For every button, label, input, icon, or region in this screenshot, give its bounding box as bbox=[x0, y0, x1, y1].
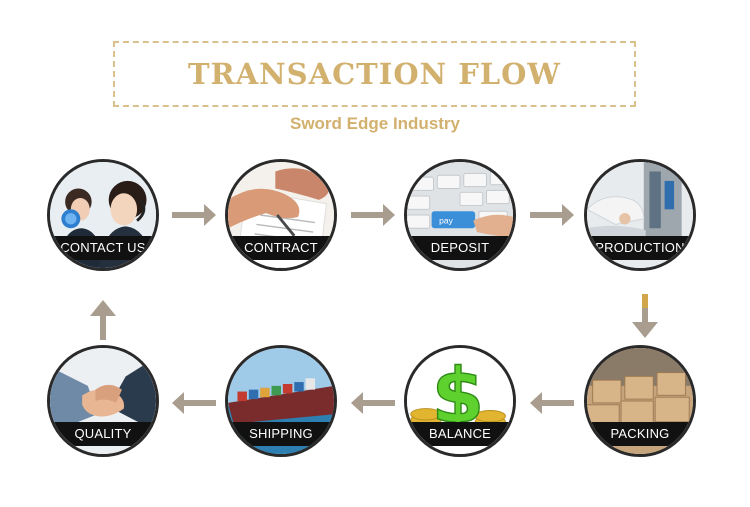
step-label: PRODUCTION bbox=[587, 236, 693, 260]
svg-text:pay: pay bbox=[439, 216, 453, 226]
step-production: PRODUCTION bbox=[584, 159, 696, 271]
arrow-right-icon bbox=[530, 204, 574, 226]
step-label: DEPOSIT bbox=[407, 236, 513, 260]
step-contact-us: CONTACT US bbox=[47, 159, 159, 271]
arrow-left-icon bbox=[530, 392, 574, 414]
title-frame: TRANSACTION FLOW bbox=[113, 41, 636, 107]
page-subtitle: Sword Edge Industry bbox=[289, 114, 461, 133]
arrow-up-icon bbox=[90, 300, 116, 340]
step-packing: PACKING bbox=[584, 345, 696, 457]
arrow-left-icon bbox=[351, 392, 395, 414]
step-label: SHIPPING bbox=[228, 422, 334, 446]
page-title: TRANSACTION FLOW bbox=[187, 57, 562, 91]
step-label: PACKING bbox=[587, 422, 693, 446]
step-label: BALANCE bbox=[407, 422, 513, 446]
step-deposit: pay DEPOSIT bbox=[404, 159, 516, 271]
arrow-left-icon bbox=[172, 392, 216, 414]
step-label: QUALITY bbox=[50, 422, 156, 446]
cardboard-boxes-icon bbox=[587, 348, 693, 454]
step-label: CONTACT US bbox=[50, 236, 156, 260]
step-contract: CONTRACT bbox=[225, 159, 337, 271]
step-balance: $ BALANCE bbox=[404, 345, 516, 457]
step-shipping: SHIPPING bbox=[225, 345, 337, 457]
arrow-down-icon bbox=[632, 294, 658, 338]
step-quality: QUALITY bbox=[47, 345, 159, 457]
arrow-right-icon bbox=[351, 204, 395, 226]
step-label: CONTRACT bbox=[228, 236, 334, 260]
arrow-right-icon bbox=[172, 204, 216, 226]
